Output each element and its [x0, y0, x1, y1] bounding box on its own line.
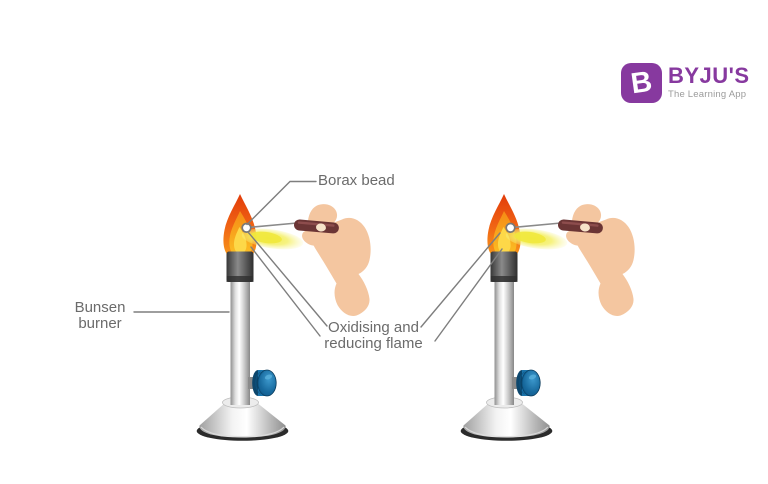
borax-bead-leader-line — [246, 180, 317, 226]
borax-bead-label: Borax bead — [318, 172, 395, 189]
right-burner-assembly — [459, 193, 636, 442]
bunsen-burner-label-line2: burner — [78, 315, 122, 332]
byjus-brand-name: BYJU'S — [668, 63, 750, 88]
byjus-logo-text: BYJU'S The Learning App — [668, 63, 750, 101]
bunsen-burner-label-line1: Bunsen — [74, 299, 126, 316]
flame-label: Oxidising and reducing flame — [320, 320, 427, 352]
flame-leader-right-1 — [420, 232, 501, 328]
left-burner-assembly — [195, 193, 372, 442]
flame-label-line2: reducing flame — [324, 335, 423, 352]
flame-leader-left-2 — [250, 246, 321, 337]
flame-leader-left-1 — [247, 231, 328, 327]
flame-label-line1: Oxidising and — [328, 319, 419, 336]
bunsen-burner-label: Bunsen burner — [68, 300, 132, 332]
byjus-logo: B BYJU'S The Learning App — [621, 63, 750, 103]
byjus-tagline: The Learning App — [668, 89, 747, 100]
byjus-logo-icon: B — [621, 63, 662, 103]
byjus-b-glyph: B — [628, 65, 655, 101]
flame-leader-right-2 — [434, 248, 503, 342]
